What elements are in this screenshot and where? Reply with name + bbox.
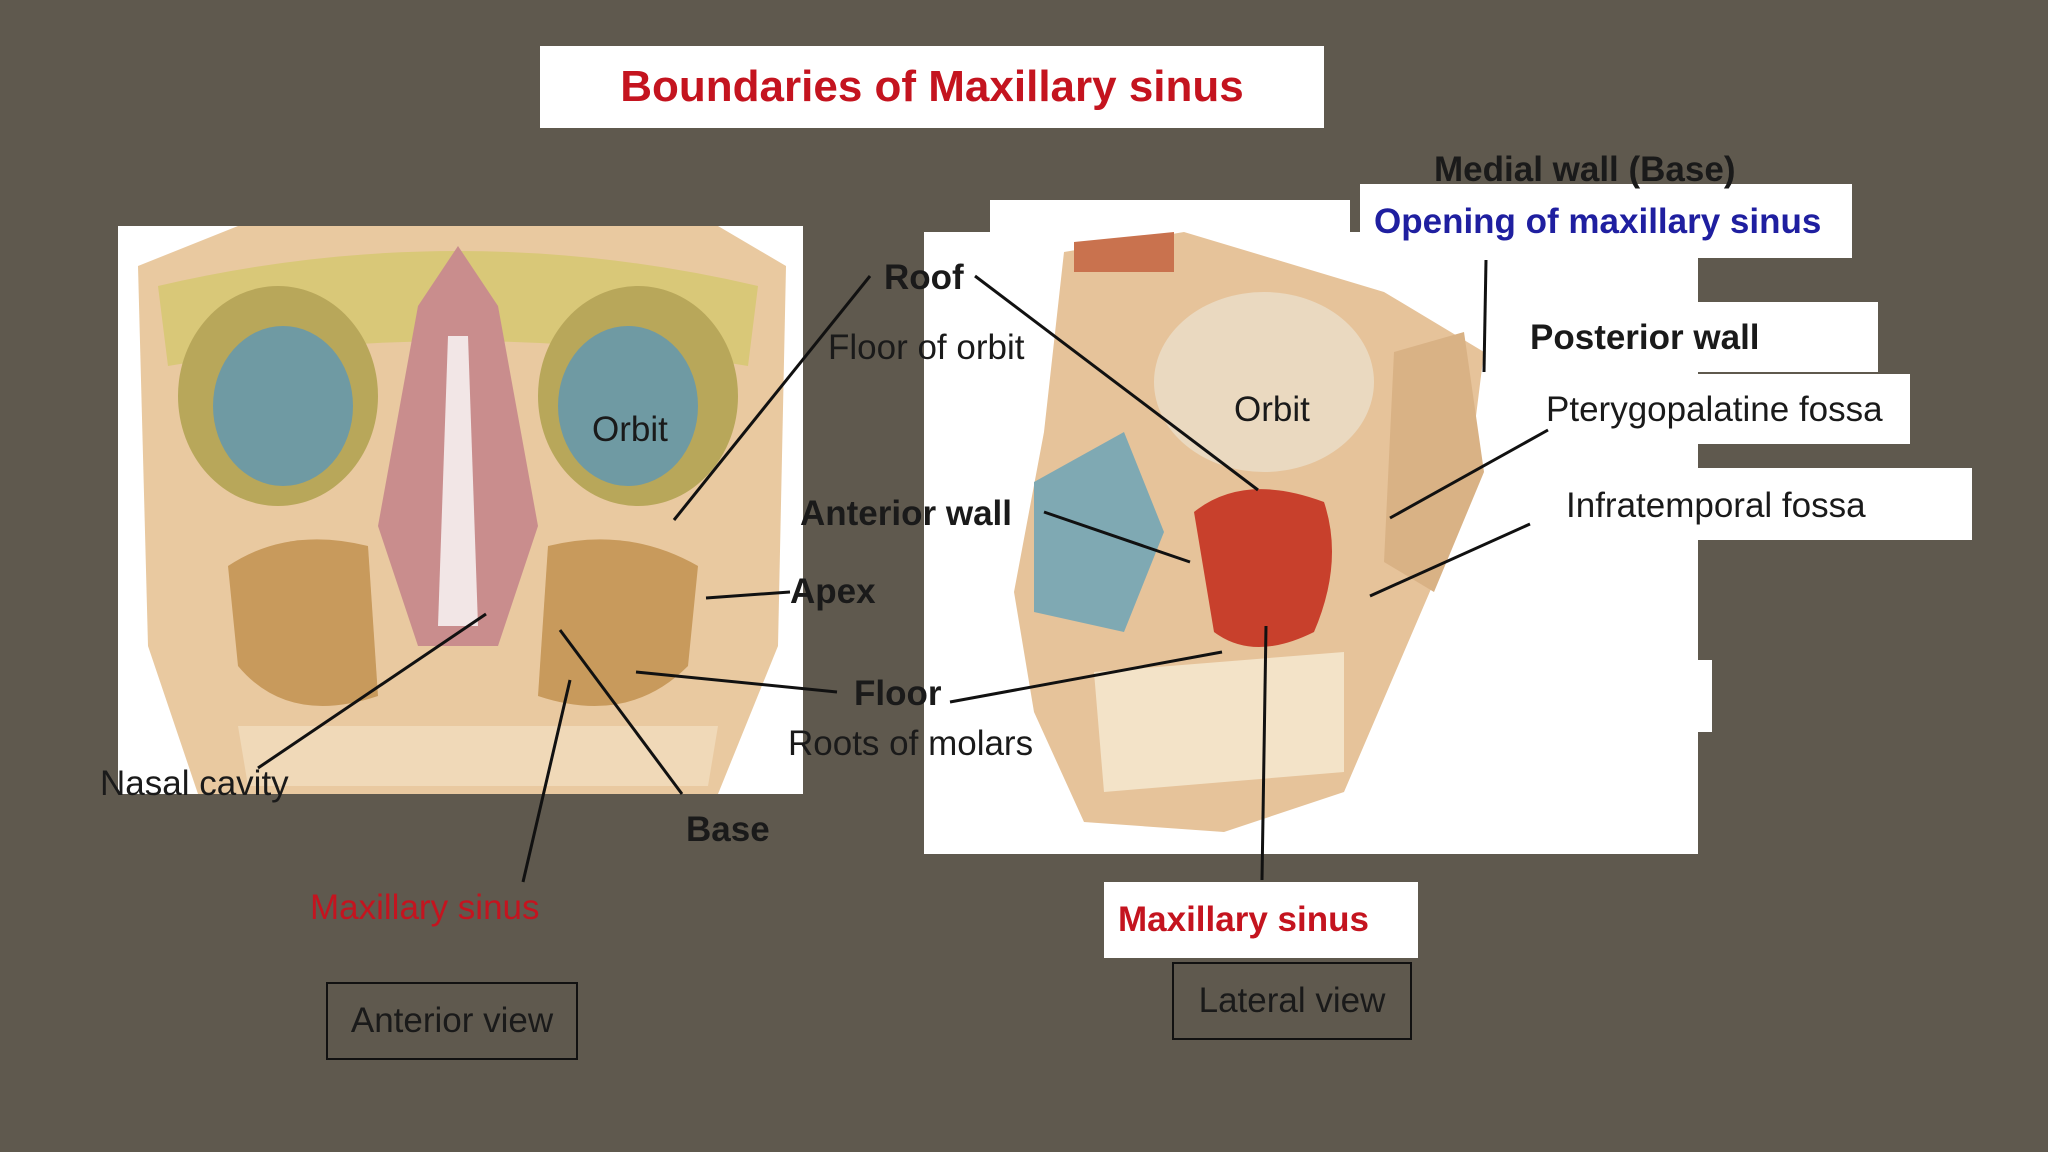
infratemporal-fossa-label: Infratemporal fossa bbox=[1566, 486, 1866, 525]
lateral-skull-illustration bbox=[1014, 232, 1484, 832]
posterior-label-bg bbox=[1510, 302, 1878, 372]
lateral-view-caption-box: Lateral view bbox=[1172, 962, 1412, 1040]
pterygo-label-bg bbox=[1510, 374, 1910, 444]
posterior-wall-label: Posterior wall bbox=[1530, 318, 1760, 357]
opening-of-sinus-label: Opening of maxillary sinus bbox=[1374, 202, 1822, 241]
lateral-maxillary-sinus-label: Maxillary sinus bbox=[1118, 900, 1369, 939]
floor-of-orbit-label: Floor of orbit bbox=[828, 328, 1025, 367]
anterior-view-caption: Anterior view bbox=[350, 1001, 554, 1040]
lateral-orbit-label: Orbit bbox=[1234, 390, 1310, 429]
roots-of-molars-label: Roots of molars bbox=[788, 724, 1034, 763]
base-label: Base bbox=[686, 810, 770, 849]
medial-wall-label: Medial wall (Base) bbox=[1434, 150, 1736, 189]
opening-label-bg bbox=[1360, 184, 1852, 258]
anterior-wall-label: Anterior wall bbox=[800, 494, 1012, 533]
anterior-view-caption-box: Anterior view bbox=[326, 982, 578, 1060]
anterior-skull-illustration bbox=[138, 226, 786, 794]
lateral-panel-right-tab bbox=[1698, 660, 1712, 732]
lateral-view-caption: Lateral view bbox=[1198, 981, 1386, 1020]
page-title: Boundaries of Maxillary sinus bbox=[620, 62, 1244, 111]
nasal-cavity-label: Nasal cavity bbox=[100, 764, 289, 803]
anterior-maxillary-sinus-label: Maxillary sinus bbox=[310, 888, 540, 927]
left-orbit-label: Orbit bbox=[592, 410, 668, 449]
floor-label: Floor bbox=[854, 674, 942, 713]
apex-label: Apex bbox=[790, 572, 876, 611]
lateral-sinus-label-bg bbox=[1104, 882, 1418, 958]
infratemporal-label-bg bbox=[1550, 468, 1972, 540]
pterygopalatine-fossa-label: Pterygopalatine fossa bbox=[1546, 390, 1883, 429]
roof-label: Roof bbox=[884, 258, 964, 297]
title-banner: Boundaries of Maxillary sinus bbox=[540, 46, 1324, 128]
